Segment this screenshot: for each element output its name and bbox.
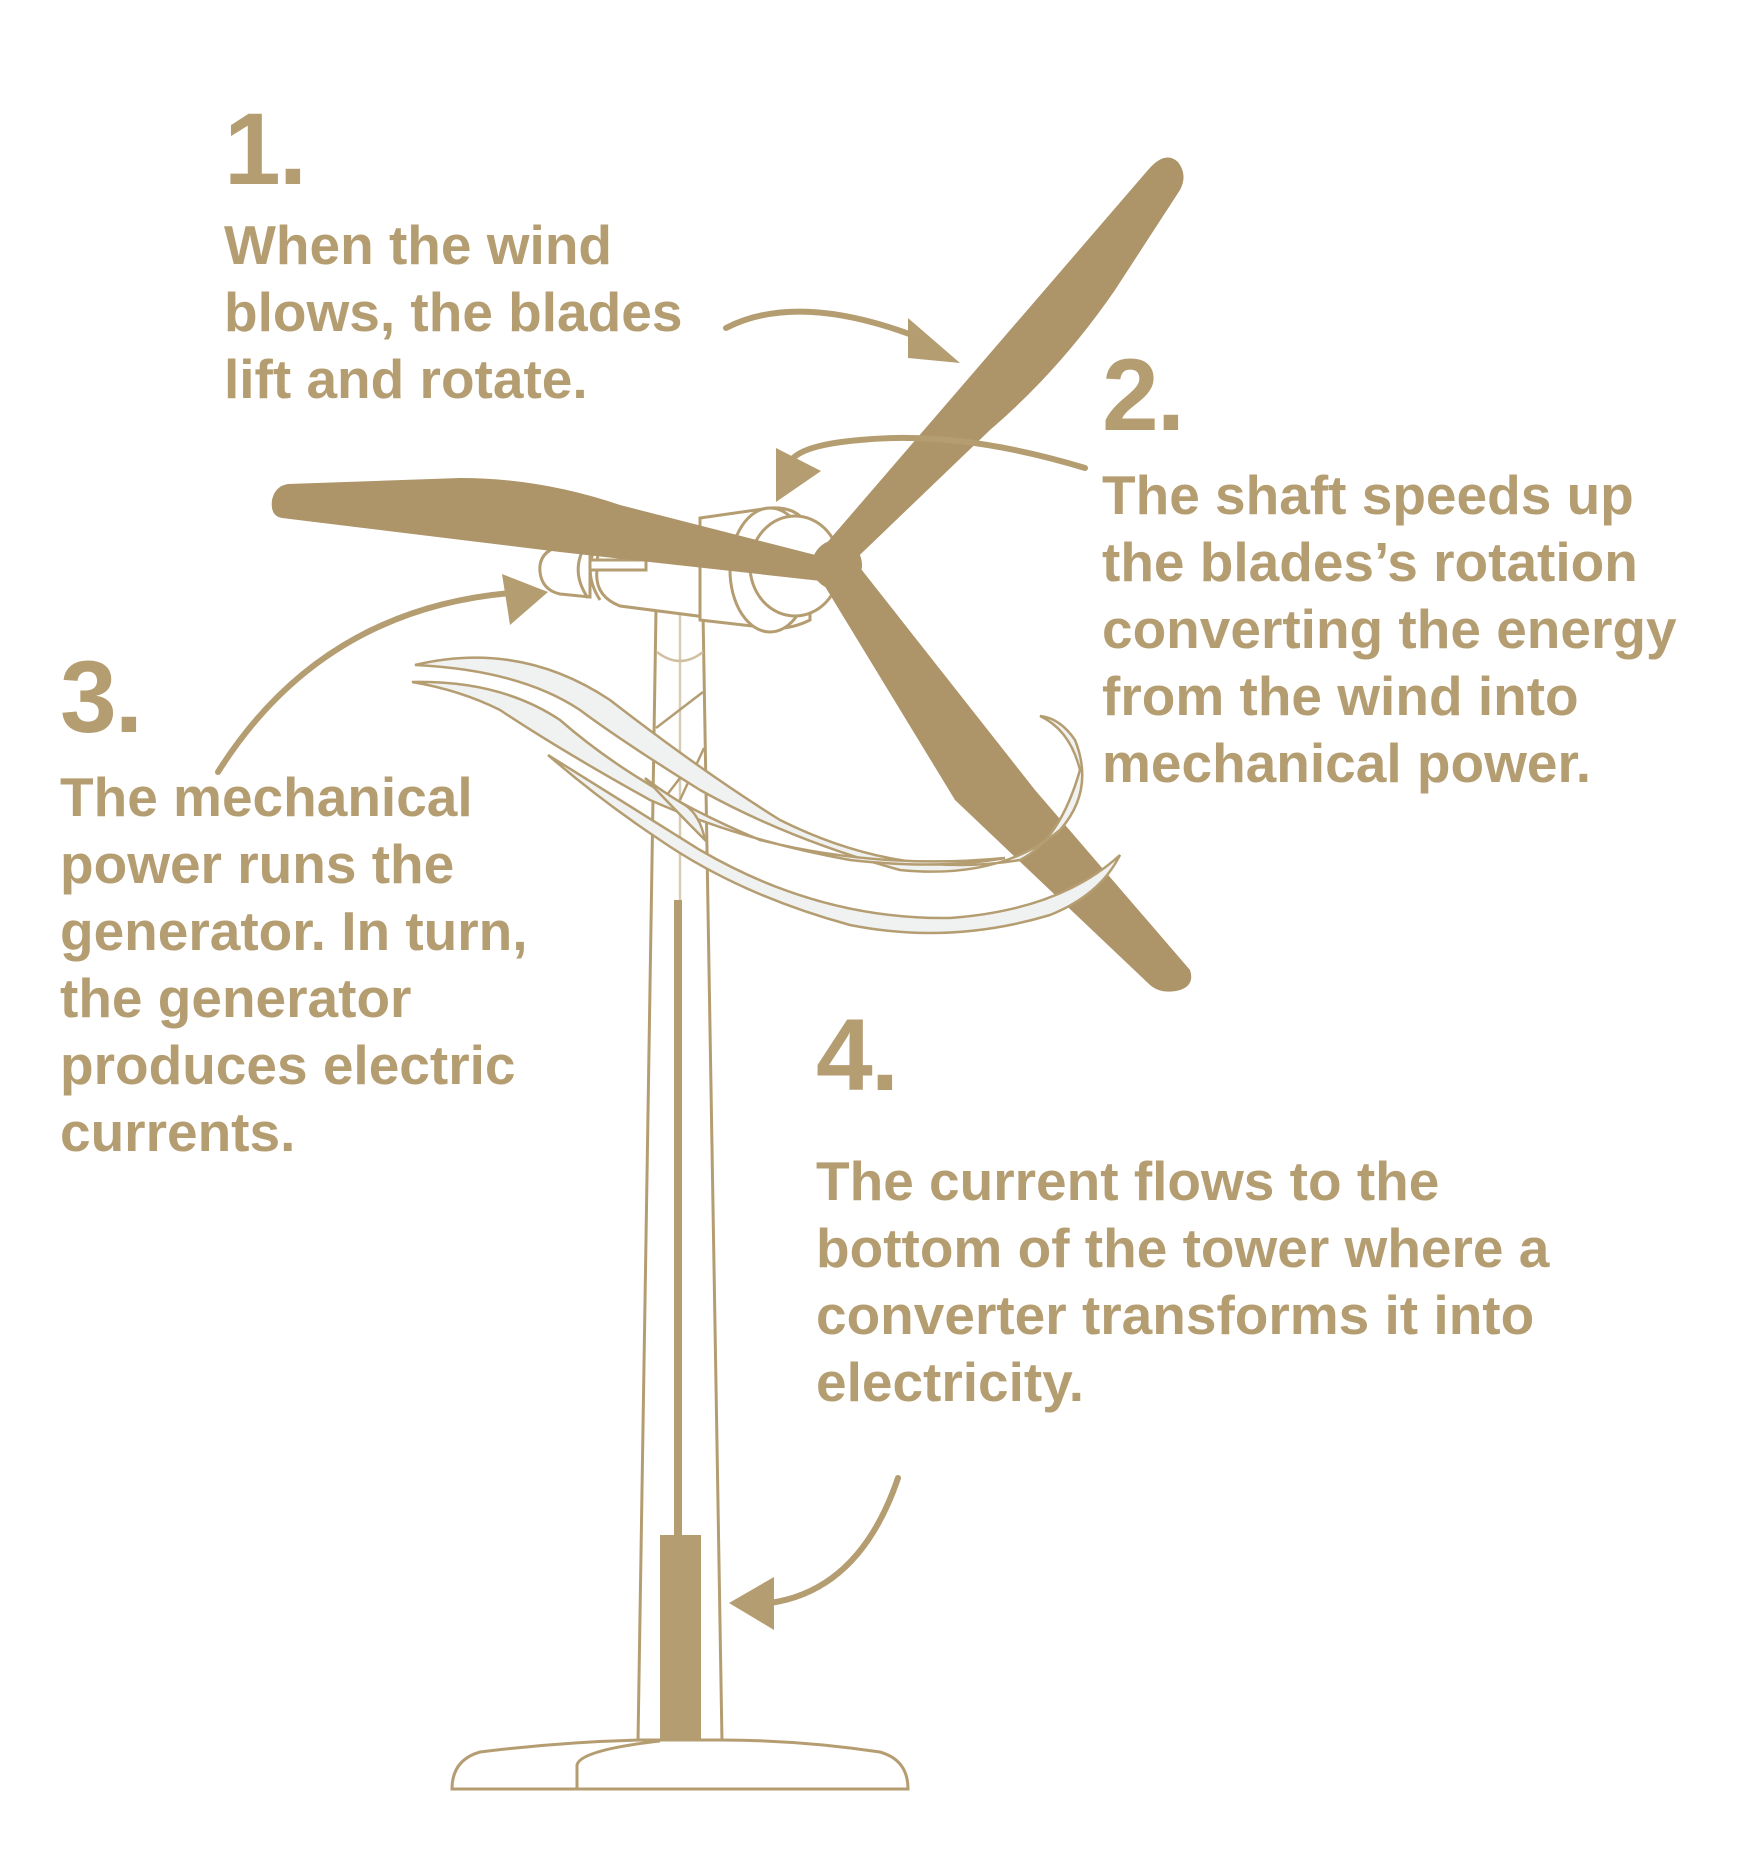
arrow-to-shaft-line bbox=[787, 434, 1088, 471]
step-2-callout: 2. The shaft speeds up the blades’s rota… bbox=[1102, 344, 1677, 797]
step-1-callout: 1. When the wind blows, the blades lift … bbox=[224, 98, 682, 413]
arrow-to-converter-head bbox=[729, 1577, 774, 1630]
blade-upper-right bbox=[812, 157, 1184, 572]
step-2-text: The shaft speeds up the blades’s rotatio… bbox=[1102, 464, 1677, 794]
wind-swoosh-3 bbox=[547, 753, 1122, 935]
arrow-heads bbox=[502, 318, 960, 1630]
callout-arrows bbox=[215, 308, 1088, 1606]
lattice-brace-1 bbox=[655, 691, 704, 729]
power-cable bbox=[674, 900, 682, 1540]
converter-box bbox=[660, 1535, 701, 1741]
step-1-number: 1. bbox=[224, 92, 307, 206]
wind-swoosh-1 bbox=[414, 656, 1084, 873]
nacelle-vent bbox=[588, 558, 648, 572]
arrow-to-blades-line bbox=[723, 308, 928, 343]
arrow-to-blades-head bbox=[908, 318, 960, 363]
tower-base bbox=[450, 1738, 910, 1791]
base-plate bbox=[450, 1738, 910, 1791]
arrow-to-generator-head bbox=[502, 574, 548, 625]
step-3-text: The mechanical power runs the generator.… bbox=[60, 766, 528, 1163]
generator-rear-cap bbox=[538, 544, 592, 599]
step-4-text: The current flows to the bottom of the t… bbox=[816, 1150, 1550, 1413]
wind-swoosh-2 bbox=[411, 680, 1006, 866]
rotor-hub bbox=[812, 540, 862, 590]
tower-arc bbox=[656, 651, 704, 663]
blade-left bbox=[271, 478, 835, 582]
arrow-to-converter-line bbox=[767, 1475, 901, 1606]
base-seam bbox=[575, 1739, 661, 1789]
step-3-number: 3. bbox=[60, 640, 143, 754]
step-4-number: 4. bbox=[816, 998, 899, 1112]
tower-right-edge bbox=[701, 611, 724, 1743]
step-4-callout: 4. The current flows to the bottom of th… bbox=[816, 1004, 1549, 1416]
step-1-text: When the wind blows, the blades lift and… bbox=[224, 214, 683, 410]
wind-swooshes bbox=[411, 656, 1122, 935]
arrow-to-generator-line bbox=[215, 590, 513, 775]
step-2-number: 2. bbox=[1102, 338, 1185, 452]
step-3-callout: 3. The mechanical power runs the generat… bbox=[60, 646, 528, 1166]
arrow-to-shaft-head bbox=[776, 448, 821, 502]
wind-swoosh-4 bbox=[644, 777, 708, 844]
